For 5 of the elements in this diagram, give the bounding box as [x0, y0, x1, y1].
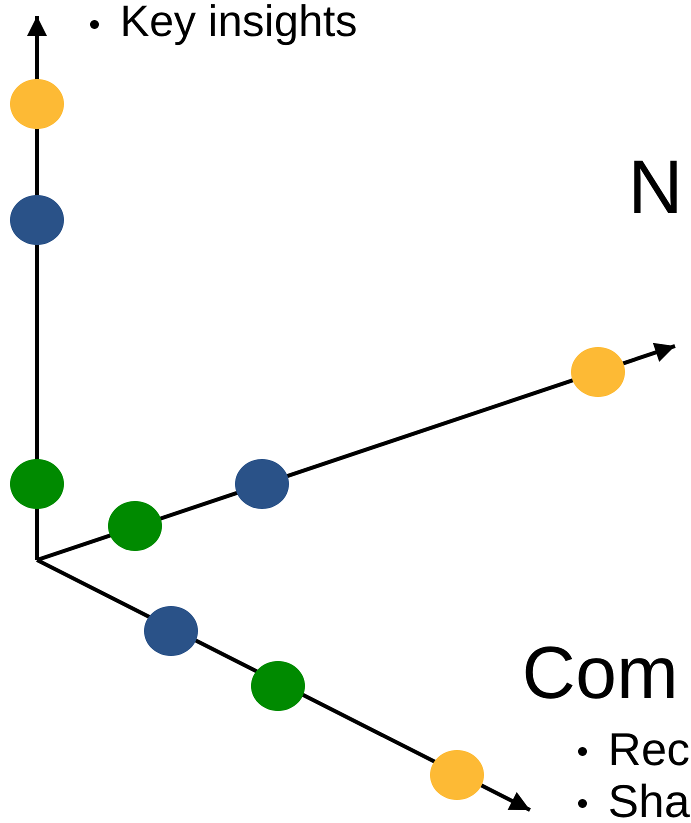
list-item: Key insights — [120, 0, 358, 44]
list-item: Sha — [608, 778, 690, 823]
heading-text: N — [628, 150, 683, 226]
list-item: Rec — [608, 726, 690, 772]
heading-text: Com — [522, 636, 678, 710]
